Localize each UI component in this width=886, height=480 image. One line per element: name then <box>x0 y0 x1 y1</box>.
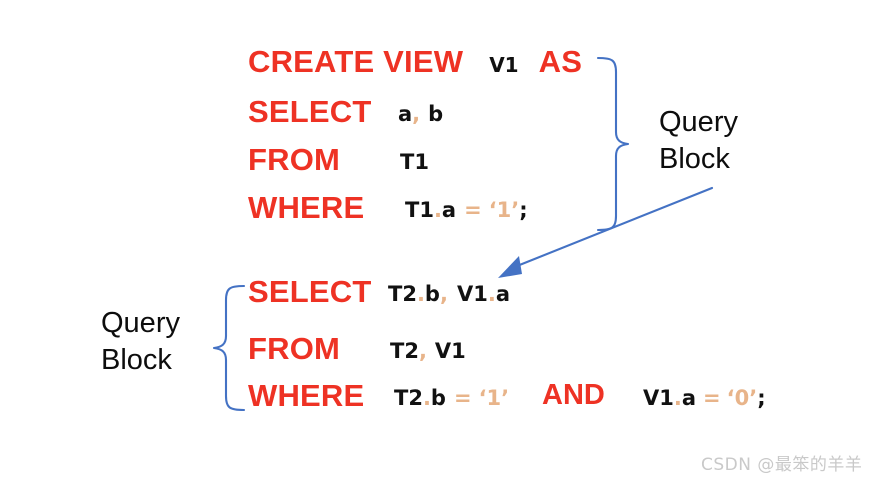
qualifier-t2: T2 <box>388 282 417 306</box>
column-b: b <box>430 386 446 410</box>
qualifier-t2: T2 <box>394 386 423 410</box>
qualifier-v1: V1 <box>643 386 674 410</box>
dot-separator: . <box>673 386 682 410</box>
keyword-select: SELECT <box>248 274 372 309</box>
view-reference-arrow <box>498 186 714 278</box>
keyword-create-view: CREATE VIEW <box>248 44 464 79</box>
operator-equals: = <box>464 198 482 222</box>
operator-equals: = <box>703 386 721 410</box>
left-query-block-brace <box>212 284 246 412</box>
query-from-tables: T2, V1 <box>390 341 466 362</box>
dot-separator: . <box>416 282 425 306</box>
dot-separator: . <box>422 386 431 410</box>
keyword-and: AND <box>542 379 605 411</box>
query-where-and: AND <box>542 381 605 410</box>
qualifier-v1: V1 <box>456 282 488 306</box>
query-where-line: WHERE <box>248 380 364 411</box>
dot-separator: . <box>433 198 442 222</box>
view-select-columns: a, b <box>398 104 443 125</box>
query-block-label-left: Query Block <box>101 307 180 376</box>
query-select-line: SELECT <box>248 276 372 307</box>
csdn-watermark: CSDN @最笨的羊羊 <box>701 455 863 475</box>
column-a: a <box>441 198 457 222</box>
view-name: V1 <box>489 53 519 77</box>
keyword-where: WHERE <box>248 378 365 413</box>
create-view-line: CREATE VIEW V1 AS <box>248 46 582 77</box>
view-from-table: T1 <box>400 152 429 173</box>
keyword-select: SELECT <box>248 94 372 129</box>
column-b: b <box>424 282 440 306</box>
operator-equals: = <box>453 386 472 410</box>
qualifier-t1: T1 <box>405 198 434 222</box>
keyword-from: FROM <box>248 142 341 177</box>
comma-separator: , <box>418 339 427 363</box>
dot-separator: . <box>487 282 496 306</box>
string-literal-one: ‘1’ <box>478 386 510 410</box>
keyword-as: AS <box>538 44 583 79</box>
keyword-where: WHERE <box>248 190 365 225</box>
statement-terminator: ; <box>757 386 766 410</box>
query-select-columns: T2.b,V1.a <box>388 284 510 305</box>
query-where-predicate: T2.b =‘1’ <box>394 388 509 409</box>
view-from-line: FROM <box>248 144 340 175</box>
table-v1: V1 <box>434 339 466 363</box>
string-literal-zero: ‘0’ <box>726 386 758 410</box>
right-query-block-brace <box>596 56 630 232</box>
table-t1: T1 <box>400 150 429 174</box>
comma-separator: , <box>412 102 421 126</box>
column-a: a <box>495 282 510 306</box>
comma-separator: , <box>439 282 448 306</box>
view-where-predicate: T1.a =‘1’; <box>405 200 528 221</box>
statement-terminator: ; <box>519 198 528 222</box>
query-block-label-right: Query Block <box>659 106 738 175</box>
view-where-line: WHERE <box>248 192 364 223</box>
query-from-line: FROM <box>248 333 340 364</box>
column-a: a <box>681 386 697 410</box>
keyword-from: FROM <box>248 331 341 366</box>
column-b: b <box>428 102 444 126</box>
view-select-line: SELECT <box>248 96 372 127</box>
column-a: a <box>398 102 413 126</box>
table-t2: T2 <box>390 339 419 363</box>
string-literal: ‘1’ <box>488 198 520 222</box>
query-where-predicate-2: V1.a=‘0’; <box>643 388 766 409</box>
